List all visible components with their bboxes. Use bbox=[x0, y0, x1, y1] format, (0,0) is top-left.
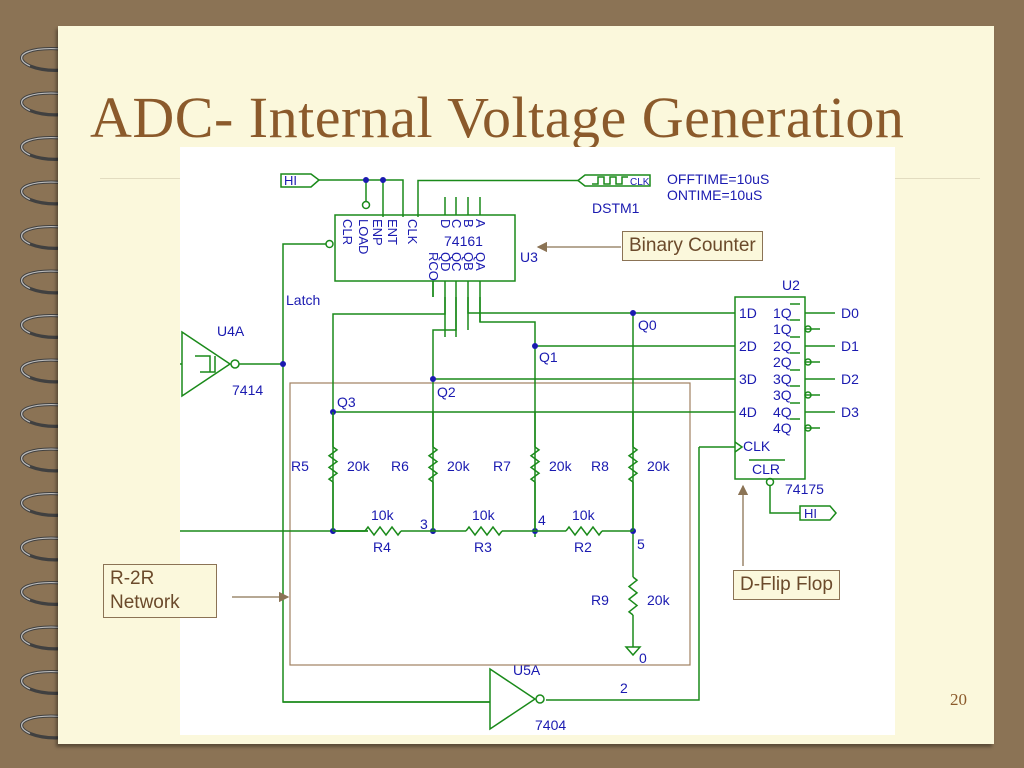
svg-text:7404: 7404 bbox=[535, 717, 566, 733]
resistor-ref: R9 bbox=[591, 592, 609, 608]
svg-text:Q0: Q0 bbox=[638, 317, 657, 333]
resistor-ref: R8 bbox=[591, 458, 609, 474]
svg-text:4: 4 bbox=[538, 512, 546, 528]
counter-pin-label: RCO bbox=[426, 252, 441, 281]
resistor-value: 10k bbox=[572, 507, 596, 523]
ff-q-pin: 2Q bbox=[773, 354, 792, 370]
ff-q-pin: 1Q bbox=[773, 321, 792, 337]
counter-pin-label: ENP bbox=[370, 219, 385, 246]
resistor-r7 bbox=[529, 446, 541, 483]
net-latch: Latch bbox=[286, 292, 320, 308]
callout-binary-counter: Binary Counter bbox=[622, 231, 763, 261]
ff-clr-pin: CLR bbox=[752, 461, 780, 477]
page-number: 20 bbox=[950, 690, 967, 709]
resistor-ref: R2 bbox=[574, 539, 592, 555]
ff-q-pin: 3Q bbox=[773, 387, 792, 403]
svg-text:5: 5 bbox=[637, 536, 645, 552]
svg-text:2: 2 bbox=[620, 680, 628, 696]
counter-pin-label: B bbox=[461, 219, 476, 228]
ff-q-pin: 4Q bbox=[773, 404, 792, 420]
svg-text:OFFTIME=10uS: OFFTIME=10uS bbox=[667, 171, 769, 187]
counter-pin-label: ENT bbox=[385, 219, 400, 245]
resistor-r2 bbox=[565, 525, 603, 537]
ff-d-pin: 1D bbox=[739, 305, 757, 321]
resistor-value: 10k bbox=[472, 507, 496, 523]
svg-text:HI: HI bbox=[804, 506, 817, 521]
hi-source-top: HI bbox=[280, 173, 404, 217]
counter-output-wires: Q0 Q1 Q2 Q3 bbox=[330, 281, 735, 537]
svg-text:7414: 7414 bbox=[232, 382, 263, 398]
r2r-boundary bbox=[289, 382, 691, 666]
resistor-ref: R5 bbox=[291, 458, 309, 474]
resistor-ref: R3 bbox=[474, 539, 492, 555]
ff-d-pin: 4D bbox=[739, 404, 757, 420]
resistor-value: 20k bbox=[647, 458, 671, 474]
callout-r2r-network: R-2R Network bbox=[103, 564, 217, 618]
resistor-r3 bbox=[465, 525, 503, 537]
svg-text:U2: U2 bbox=[782, 277, 800, 293]
counter-pin-label: D bbox=[438, 219, 453, 228]
resistor-r8 bbox=[627, 446, 639, 483]
ff-q-pin: 3Q bbox=[773, 371, 792, 387]
svg-text:74175: 74175 bbox=[785, 481, 824, 497]
svg-text:0: 0 bbox=[639, 650, 647, 666]
counter-pin-label: CLR bbox=[340, 219, 355, 245]
resistor-r9 bbox=[627, 576, 639, 616]
counter-pin-label: QD bbox=[438, 252, 453, 272]
ff-d-pin: 3D bbox=[739, 371, 757, 387]
schematic: HI CLK DSTM1 OFFTIME=10uS ONTIME=10uS 74… bbox=[180, 147, 895, 735]
counter-pin-label: LOAD bbox=[356, 219, 371, 254]
resistor-r4 bbox=[364, 525, 402, 537]
counter-pin-label: QC bbox=[449, 252, 464, 272]
svg-text:U3: U3 bbox=[520, 249, 538, 265]
callout-d-flip-flop: D-Flip Flop bbox=[733, 570, 840, 600]
svg-text:U5A: U5A bbox=[513, 662, 541, 678]
inverter-u5a: U5A 7404 2 bbox=[283, 662, 628, 733]
resistor-ref: R4 bbox=[373, 539, 391, 555]
counter-pin-label: QB bbox=[461, 252, 476, 271]
counter-pin-label: A bbox=[473, 219, 488, 228]
resistor-r5 bbox=[327, 446, 339, 483]
ff-d-pin: 2D bbox=[739, 338, 757, 354]
stimulus-dstm1: CLK DSTM1 OFFTIME=10uS ONTIME=10uS bbox=[417, 171, 769, 217]
svg-text:Q1: Q1 bbox=[539, 349, 558, 365]
svg-text:Q2: Q2 bbox=[437, 384, 456, 400]
svg-text:ONTIME=10uS: ONTIME=10uS bbox=[667, 187, 762, 203]
slide-title: ADC- Internal Voltage Generation bbox=[90, 85, 905, 150]
resistor-ref: R7 bbox=[493, 458, 511, 474]
counter-pin-label: QA bbox=[473, 252, 488, 271]
svg-text:DSTM1: DSTM1 bbox=[592, 200, 640, 216]
svg-text:74161: 74161 bbox=[444, 233, 483, 249]
svg-text:Q3: Q3 bbox=[337, 394, 356, 410]
ff-output-label: D3 bbox=[841, 404, 859, 420]
resistor-value: 20k bbox=[647, 592, 671, 608]
ff-output-label: D0 bbox=[841, 305, 859, 321]
ff-clk-pin: CLK bbox=[743, 438, 771, 454]
resistor-ref: R6 bbox=[391, 458, 409, 474]
counter-pin-label: C bbox=[449, 219, 464, 228]
ff-q-pin: 4Q bbox=[773, 420, 792, 436]
ff-output-label: D2 bbox=[841, 371, 859, 387]
resistor-value: 20k bbox=[549, 458, 573, 474]
ff-q-pin: 1Q bbox=[773, 305, 792, 321]
resistor-value: 10k bbox=[371, 507, 395, 523]
svg-text:HI: HI bbox=[284, 173, 297, 188]
inverter-u4a: U4A 7414 bbox=[180, 323, 286, 398]
svg-text:CLK: CLK bbox=[630, 177, 650, 188]
resistor-value: 20k bbox=[347, 458, 371, 474]
svg-text:U4A: U4A bbox=[217, 323, 245, 339]
svg-text:3: 3 bbox=[420, 516, 428, 532]
resistor-r6 bbox=[427, 446, 439, 483]
resistor-value: 20k bbox=[447, 458, 471, 474]
counter-pin-label: CLK bbox=[405, 219, 420, 245]
ff-output-label: D1 bbox=[841, 338, 859, 354]
ff-q-pin: 2Q bbox=[773, 338, 792, 354]
